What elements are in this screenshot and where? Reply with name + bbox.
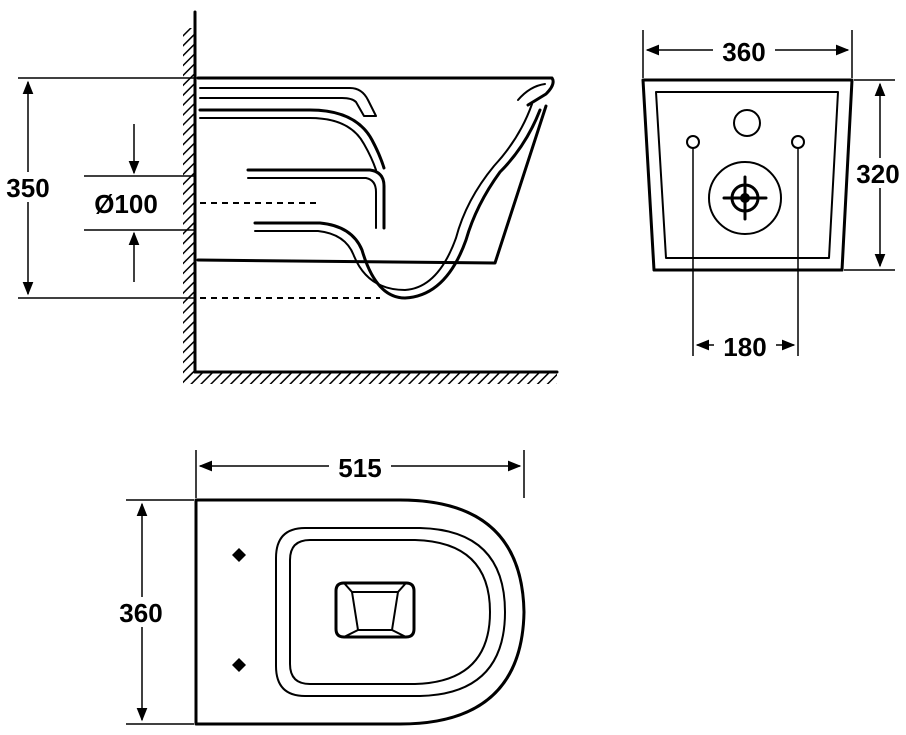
outlet-hole bbox=[708, 161, 782, 235]
top-length-label: 515 bbox=[338, 453, 381, 483]
top-length-dimension: 515 bbox=[195, 450, 525, 498]
seat-mount-icon bbox=[232, 658, 246, 672]
outlet-diameter-dimension: Ø100 bbox=[84, 124, 196, 282]
toilet-side-profile bbox=[196, 76, 555, 300]
bolt-spacing-label: 180 bbox=[723, 332, 766, 362]
floor bbox=[183, 370, 559, 384]
top-width-label: 360 bbox=[119, 598, 162, 628]
rear-height-label: 320 bbox=[856, 159, 899, 189]
side-view: 350 Ø100 bbox=[2, 10, 559, 384]
rear-view: 360 320 180 bbox=[641, 30, 906, 362]
toilet-top-outline bbox=[194, 498, 526, 726]
side-height-label: 350 bbox=[6, 173, 49, 203]
rear-width-dimension: 360 bbox=[642, 30, 853, 78]
top-width-dimension: 360 bbox=[110, 499, 194, 725]
height-dimension: 350 bbox=[2, 77, 196, 299]
rear-width-label: 360 bbox=[722, 37, 765, 67]
left-bolt-hole bbox=[686, 135, 700, 149]
outlet-diameter-label: Ø100 bbox=[94, 189, 158, 219]
rear-height-dimension: 320 bbox=[844, 79, 906, 271]
wall bbox=[183, 10, 197, 380]
seat-mount-icon bbox=[232, 548, 246, 562]
toilet-rear-outline bbox=[641, 78, 854, 272]
water-inlet-hole bbox=[733, 109, 761, 137]
bolt-spacing-dimension: 180 bbox=[692, 148, 799, 362]
right-bolt-hole bbox=[791, 135, 805, 149]
top-view: 515 360 bbox=[110, 450, 526, 726]
